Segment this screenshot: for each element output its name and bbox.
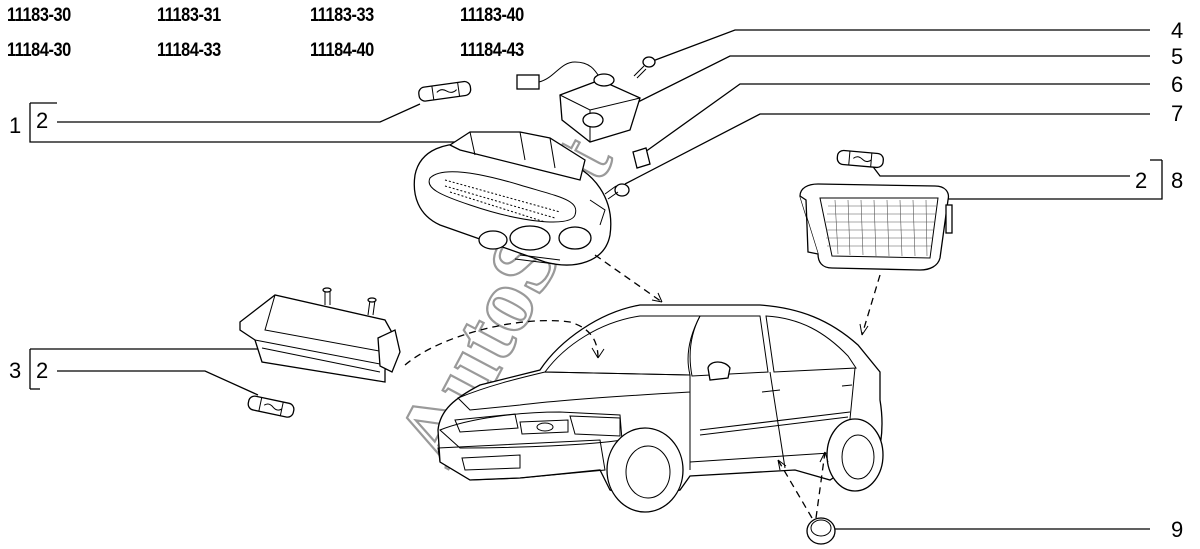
ceiling-lamp — [413, 131, 612, 266]
lamp-studs — [322, 287, 377, 316]
callout-leaders — [29, 29, 1163, 530]
callout-7: 7 — [1171, 101, 1183, 126]
callout-2-right: 2 — [1135, 168, 1147, 193]
model-code-11183-33: 11183-33 — [310, 5, 374, 26]
leader-7 — [624, 113, 1150, 185]
model-code-11184-33: 11184-33 — [157, 40, 221, 61]
location-arrows — [404, 254, 881, 519]
callout-2-left: 2 — [36, 358, 48, 383]
callout-1: 1 — [9, 113, 21, 138]
callout-8: 8 — [1171, 168, 1183, 193]
model-code-11183-40: 11183-40 — [460, 5, 524, 26]
leader-2b — [867, 159, 1130, 177]
bulb-right — [836, 149, 884, 169]
side-lamp — [799, 183, 953, 271]
arrow-ceiling-lamp — [594, 254, 663, 303]
model-code-11183-31: 11183-31 — [157, 5, 221, 26]
callout-6: 6 — [1171, 72, 1183, 97]
callout-5: 5 — [1171, 44, 1183, 69]
model-code-11184-43: 11184-43 — [460, 40, 524, 61]
clip-6 — [632, 147, 651, 169]
connector — [516, 74, 540, 90]
model-code-11184-30: 11184-30 — [7, 40, 71, 61]
bulb-left — [247, 395, 295, 418]
callout-3: 3 — [9, 358, 21, 383]
screw-7 — [604, 183, 630, 200]
car-illustration — [437, 304, 884, 513]
arrow-trunk-lamp — [404, 319, 599, 366]
grommet-9 — [806, 517, 836, 545]
leader-2c — [57, 370, 259, 396]
leader-6 — [644, 83, 1150, 153]
leader-4 — [649, 29, 1150, 63]
callout-2-top: 2 — [36, 108, 48, 133]
arrow-side-lamp — [861, 274, 881, 336]
bracket-1 — [29, 103, 462, 143]
screw-4 — [633, 56, 656, 79]
model-code-11184-40: 11184-40 — [310, 40, 374, 61]
model-code-11183-30: 11183-30 — [7, 5, 71, 26]
callout-9: 9 — [1171, 517, 1183, 542]
bulb-top — [418, 80, 472, 102]
trunk-lamp — [239, 287, 401, 383]
switch-unit — [516, 61, 641, 143]
leader-5 — [631, 55, 1150, 106]
leader-2a — [57, 103, 421, 123]
callout-4: 4 — [1171, 18, 1183, 43]
callout-numbers: 1 2 3 2 4 5 6 7 2 8 9 — [9, 18, 1183, 542]
bracket-8 — [940, 160, 1163, 200]
